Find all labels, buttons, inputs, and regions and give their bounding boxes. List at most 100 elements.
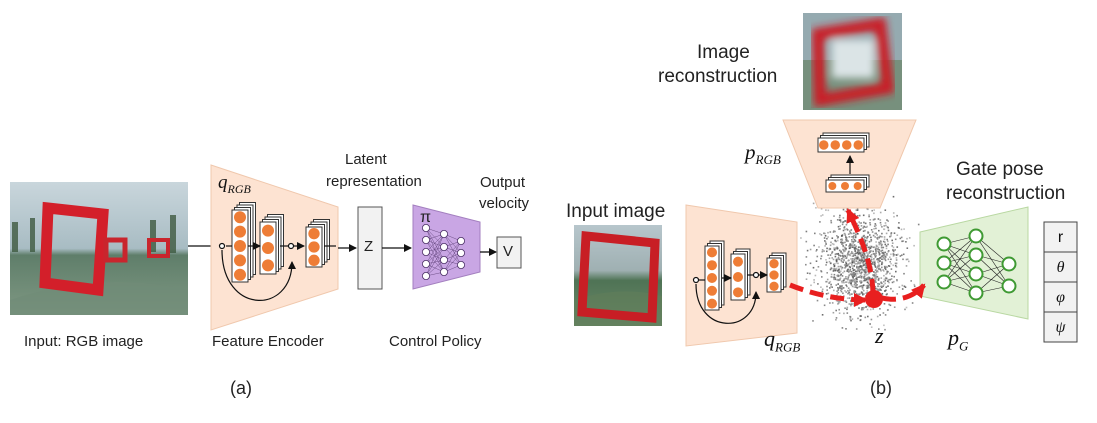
gate-neuron [968, 285, 984, 301]
output-v-box [496, 236, 522, 269]
neuron-node [841, 182, 849, 190]
latent-label-line1: Latent [345, 151, 387, 168]
neuron-node [853, 140, 863, 150]
neuron-node [769, 281, 779, 292]
policy-neuron [421, 271, 430, 280]
gate-neuron [1001, 256, 1017, 272]
neuron-node [262, 259, 274, 272]
policy-neuron [421, 235, 430, 244]
gate-symbol: pG [948, 325, 969, 354]
neuron-node [769, 259, 779, 269]
neuron-node [308, 241, 320, 253]
neuron-node [853, 182, 862, 190]
policy-pi-symbol: π [420, 209, 432, 226]
neuron-node [308, 254, 320, 266]
policy-neuron [421, 247, 430, 256]
policy-neuron [439, 229, 448, 238]
neuron-node [234, 240, 246, 252]
caption-a: (a) [230, 378, 252, 398]
gate-neuron [936, 274, 952, 290]
gate-label-line2: reconstruction [946, 183, 1066, 204]
encoder-b-symbol: qRGB [764, 326, 801, 355]
neuron-node [707, 285, 717, 296]
control-policy-label: Control Policy [389, 333, 482, 350]
latent-to-gate-flow [881, 283, 926, 302]
gate-mid-icon [103, 237, 128, 263]
reconstructed-image [803, 13, 902, 110]
output-cell-label: ψ [1056, 319, 1067, 336]
gate-neuron [936, 236, 952, 252]
gate-neuron [1001, 278, 1017, 294]
output-cell [1043, 311, 1078, 343]
encoder-a-symbol: qRGB [218, 172, 251, 196]
latent-z-text: Z [364, 238, 374, 255]
input-rgb-label: Input: RGB image [24, 333, 144, 350]
output-cell-label: θ [1057, 259, 1065, 276]
neuron-node [733, 256, 743, 267]
output-cell-label: φ [1056, 289, 1065, 306]
output-cell-label: r [1058, 229, 1064, 246]
latent-label-line2: representation [326, 173, 422, 190]
recon-label-line1: Image [697, 42, 750, 63]
output-label-line2: velocity [479, 195, 530, 212]
output-cell [1043, 251, 1078, 283]
neuron-node [707, 298, 717, 309]
neuron-node [262, 224, 274, 237]
neuron-node [842, 140, 852, 150]
input-image-label: Input image [566, 201, 666, 222]
neuron-node [819, 140, 829, 150]
decoder-layers [817, 132, 870, 193]
encoder-a-connections [218, 242, 336, 301]
neuron-node [707, 260, 717, 271]
encoder-to-latent-flow [789, 282, 868, 307]
policy-network [421, 223, 465, 280]
gate-neuron [968, 228, 984, 244]
neuron-node [733, 272, 743, 282]
input-rgb-image [10, 182, 188, 315]
latent-to-decoder-flow [845, 208, 876, 294]
gate-near-icon [39, 201, 109, 297]
gate-neuron [968, 266, 984, 282]
gate-pose-shape [919, 206, 1029, 320]
gate-label-line1: Gate pose [956, 159, 1044, 180]
latent-z-box [357, 206, 383, 290]
neuron-node [828, 182, 837, 190]
policy-neuron [456, 248, 465, 257]
encoder-layers-a [231, 202, 330, 283]
neuron-node [707, 273, 717, 283]
feature-encoder-label: Feature Encoder [212, 333, 324, 350]
encoder-layers-b [704, 240, 787, 311]
gate-neuron [936, 255, 952, 271]
caption-b: (b) [870, 378, 892, 398]
neuron-node [234, 254, 246, 267]
neuron-node [234, 225, 246, 238]
latent-point-cloud [800, 195, 926, 331]
recon-label-line2: reconstruction [658, 66, 778, 87]
neuron-node [707, 247, 717, 258]
latent-z-symbol: z [875, 323, 884, 348]
output-v-text: V [503, 243, 514, 260]
gate-neuron [968, 247, 984, 263]
neuron-node [733, 287, 743, 298]
policy-neuron [421, 259, 430, 268]
policy-neuron [456, 260, 465, 269]
decoder-symbol: pRGB [745, 140, 781, 168]
policy-neuron [439, 267, 448, 276]
policy-neuron [421, 223, 430, 232]
output-label-line1: Output [480, 174, 526, 191]
policy-neuron [456, 236, 465, 245]
output-cell [1043, 221, 1078, 253]
neuron-node [830, 140, 840, 150]
policy-neuron [439, 242, 448, 251]
input-image-b [574, 225, 662, 326]
neuron-node [262, 242, 274, 254]
policy-neuron [439, 255, 448, 264]
neuron-node [234, 211, 246, 224]
latent-sample-point [865, 290, 883, 308]
latent-flow-arrows [789, 208, 926, 307]
neuron-node [234, 268, 246, 281]
encoder-b-connections [692, 271, 768, 324]
gate-far-icon [147, 238, 170, 258]
